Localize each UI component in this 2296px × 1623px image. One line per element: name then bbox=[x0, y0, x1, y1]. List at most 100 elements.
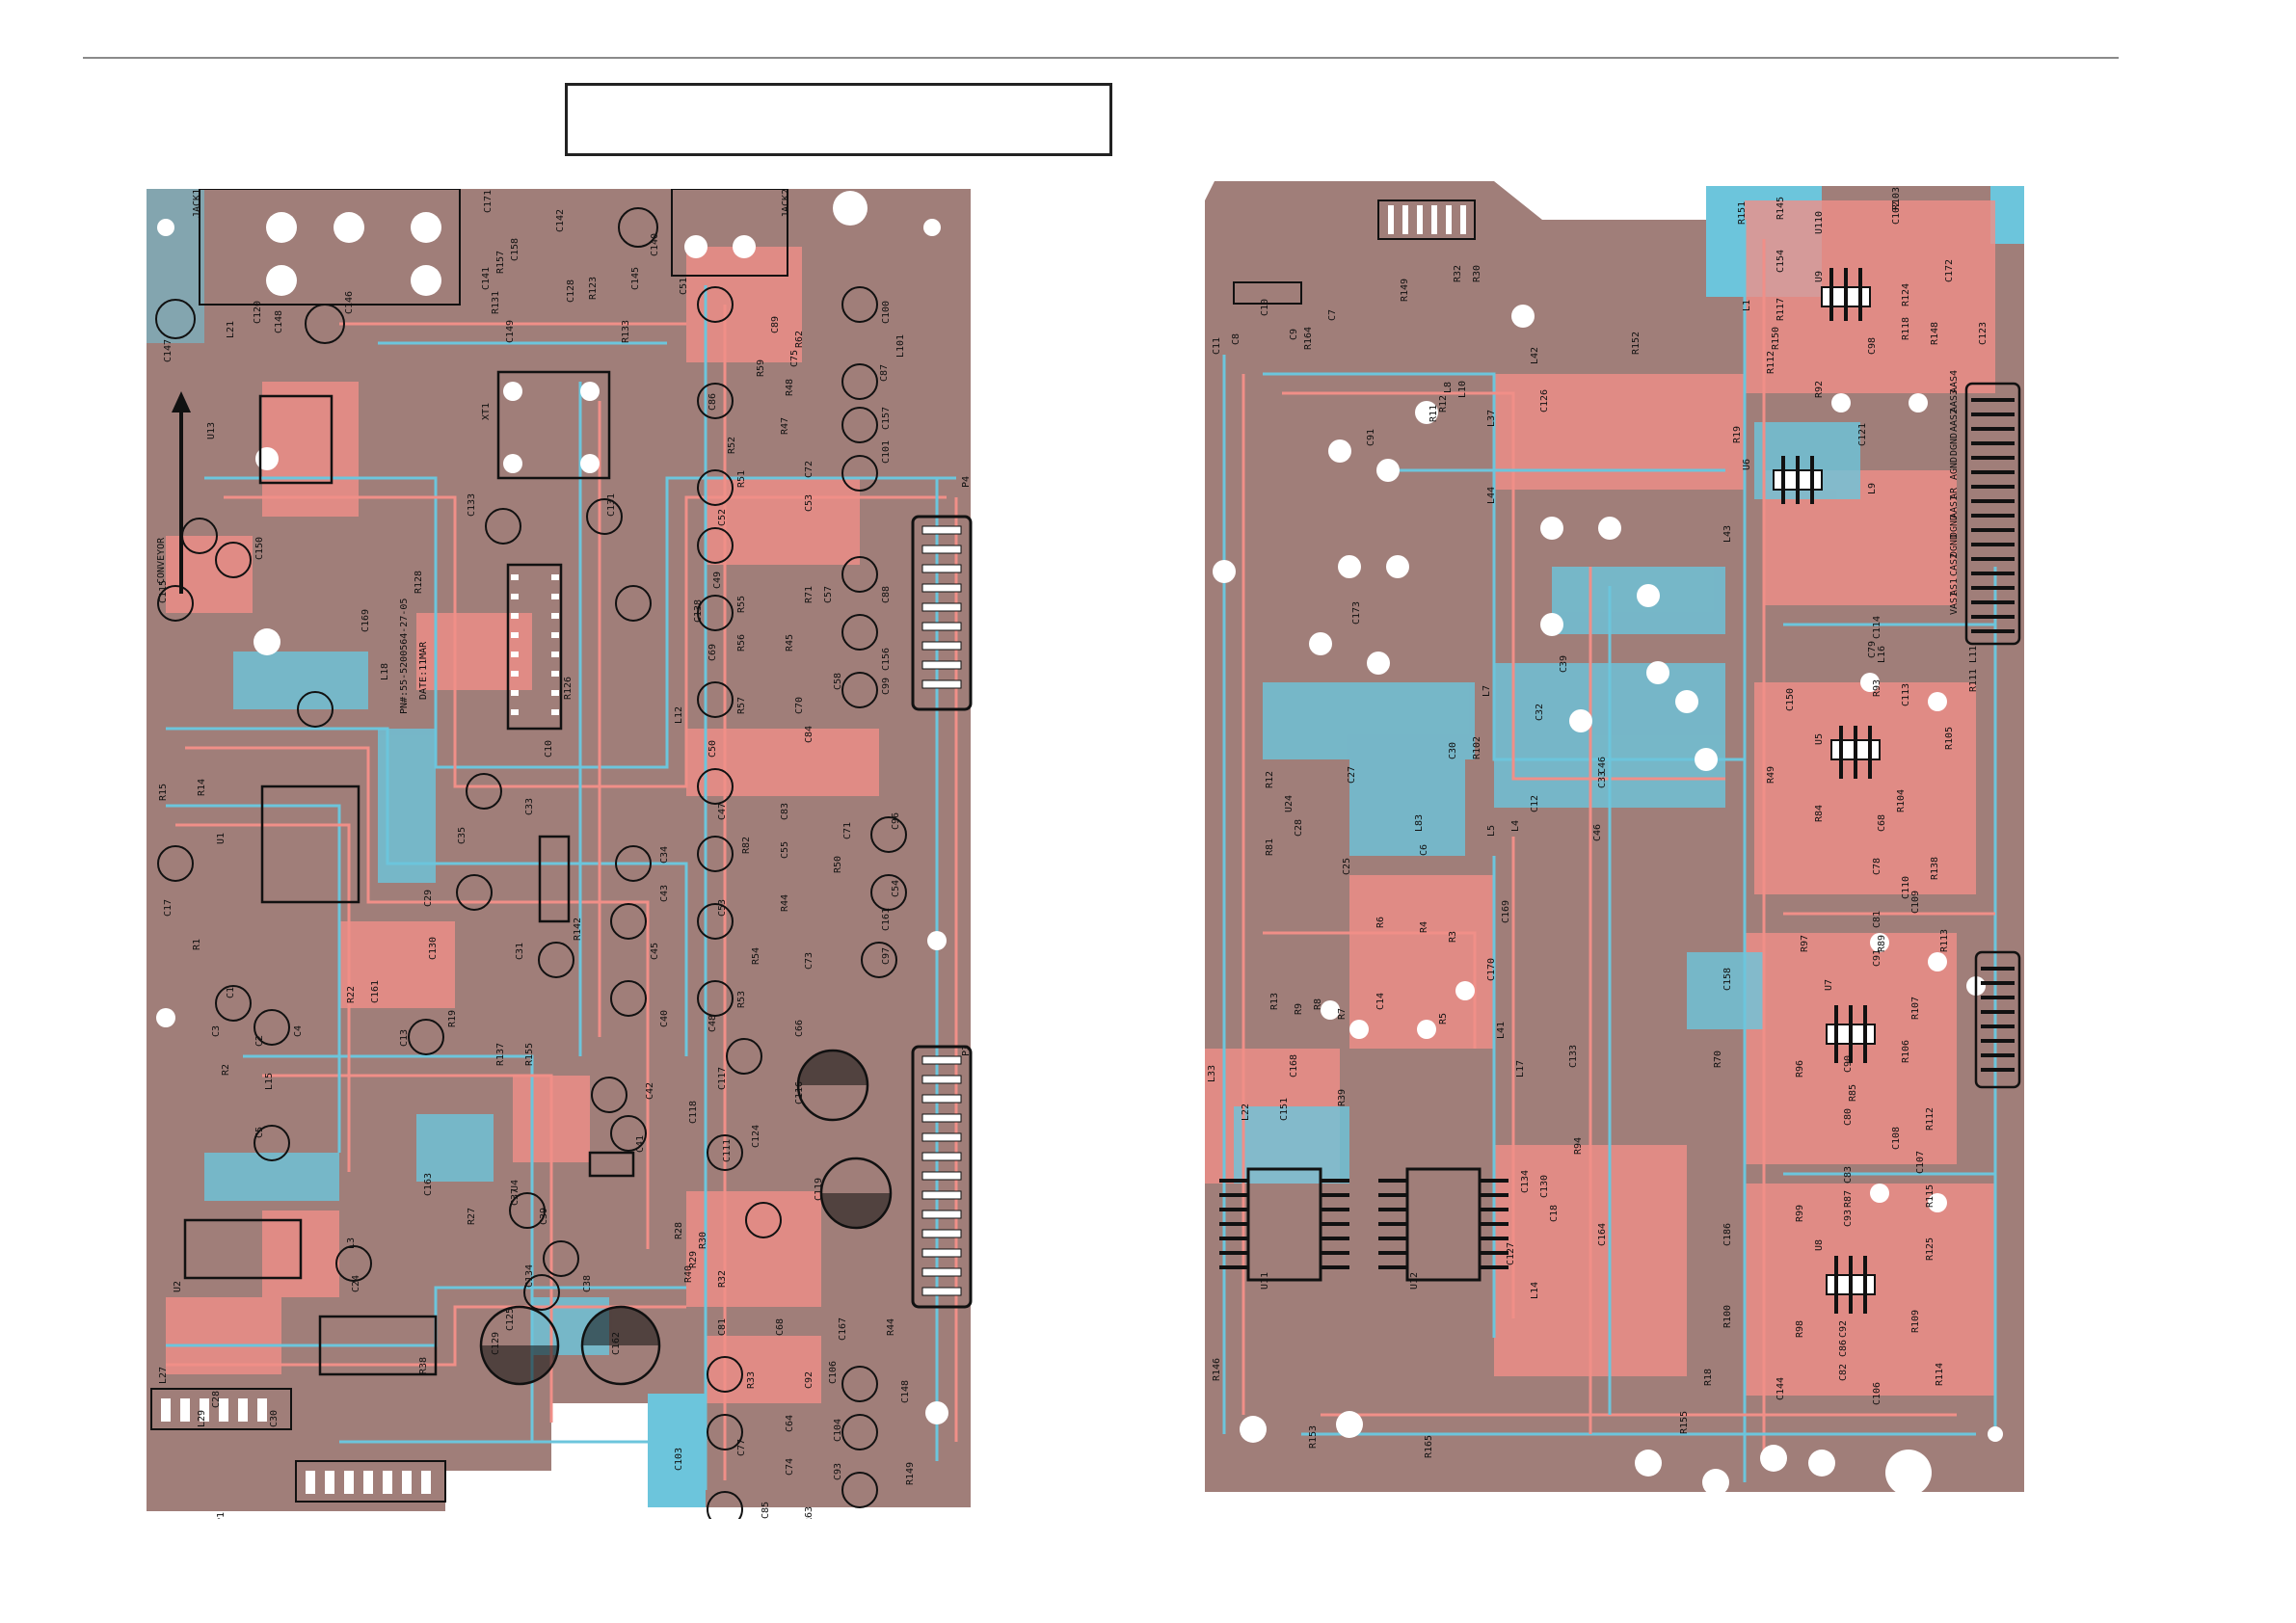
component-label: U110 bbox=[1814, 211, 1825, 234]
component-label: C171 bbox=[483, 190, 494, 213]
component-label: C96 bbox=[891, 812, 901, 830]
component-label: C99 bbox=[881, 678, 892, 695]
component-label: C119 bbox=[814, 1178, 824, 1201]
page-top-rule bbox=[83, 57, 2119, 59]
component-label: C103 bbox=[674, 1448, 684, 1471]
component-label: C66 bbox=[794, 1020, 805, 1037]
component-label: C173 bbox=[1351, 601, 1362, 625]
component-label: C10 bbox=[544, 740, 554, 758]
component-label: C70 bbox=[794, 697, 805, 714]
component-label: C172 bbox=[1944, 259, 1955, 282]
component-label: C150 bbox=[254, 537, 265, 560]
conveyor-text: CONVEYOR bbox=[156, 537, 167, 584]
component-label: U1 bbox=[216, 833, 227, 844]
component-label: C80 bbox=[1843, 1108, 1854, 1126]
component-label: R85 bbox=[1848, 1084, 1858, 1102]
component-label: L18 bbox=[380, 663, 390, 680]
component-label: R114 bbox=[1935, 1363, 1945, 1386]
component-label: L42 bbox=[1530, 347, 1540, 364]
component-label: C30 bbox=[269, 1410, 280, 1427]
component-label: L14 bbox=[1530, 1282, 1540, 1299]
component-label: C128 bbox=[566, 279, 576, 303]
component-label: C109 bbox=[1910, 891, 1921, 914]
component-label: R82 bbox=[741, 837, 752, 854]
component-label: C91 bbox=[1366, 429, 1376, 446]
component-label: R106 bbox=[1901, 1040, 1911, 1063]
component-label: R109 bbox=[1910, 1310, 1921, 1333]
component-label: R18 bbox=[1703, 1369, 1714, 1386]
component-label: L33 bbox=[1207, 1065, 1217, 1082]
component-label: L12 bbox=[674, 706, 684, 724]
component-label: C39 bbox=[539, 1208, 549, 1225]
component-label: C89 bbox=[770, 316, 781, 333]
component-label: R113 bbox=[1939, 929, 1950, 952]
component-label: R7 bbox=[1337, 1008, 1348, 1020]
component-label: P1 bbox=[216, 1512, 227, 1519]
component-label: R52 bbox=[727, 437, 737, 454]
component-label: C43 bbox=[659, 885, 670, 902]
component-label: C130 bbox=[1539, 1175, 1550, 1198]
component-label: C83 bbox=[1843, 1166, 1854, 1184]
component-label: C93 bbox=[833, 1463, 843, 1480]
right-top-header-pins bbox=[1388, 205, 1466, 234]
component-label: R47 bbox=[780, 417, 790, 435]
component-label: C117 bbox=[717, 1067, 728, 1090]
component-label: C31 bbox=[515, 943, 525, 960]
component-label: C53 bbox=[717, 899, 728, 917]
component-label: R29 bbox=[688, 1251, 699, 1268]
component-label: C3 bbox=[211, 1025, 222, 1037]
component-label: R9 bbox=[1294, 1003, 1304, 1015]
component-label: R44 bbox=[886, 1318, 896, 1336]
component-label: R125 bbox=[1925, 1237, 1936, 1261]
component-label: R89 bbox=[1877, 935, 1887, 952]
component-label: R3 bbox=[1448, 931, 1458, 943]
component-label: C68 bbox=[775, 1318, 786, 1336]
component-label: C116 bbox=[794, 1081, 805, 1104]
component-label: C53 bbox=[804, 494, 814, 512]
component-label: U6 bbox=[1742, 459, 1752, 470]
component-label: C75 bbox=[789, 350, 800, 367]
component-label: L21 bbox=[226, 321, 236, 338]
component-label: C57 bbox=[823, 586, 834, 603]
left-pcb-svg: JACK1JACK2C171C142C158R157C141R131C128R1… bbox=[147, 189, 973, 1519]
component-label: C92 bbox=[804, 1371, 814, 1389]
connector-p4 bbox=[911, 515, 973, 711]
component-label: C110 bbox=[1901, 876, 1911, 899]
component-label: L43 bbox=[1722, 525, 1733, 543]
component-label: C133 bbox=[467, 493, 477, 517]
component-label: C32 bbox=[1535, 704, 1545, 721]
component-label: AR bbox=[1949, 487, 1960, 499]
component-label: L4 bbox=[1510, 820, 1521, 832]
component-label: C2 bbox=[254, 1035, 265, 1047]
component-label: R103 bbox=[1891, 187, 1902, 210]
component-label: C107 bbox=[1915, 1151, 1926, 1174]
jack2-outline bbox=[671, 189, 788, 277]
component-label: C25 bbox=[1342, 858, 1352, 875]
component-label: C12 bbox=[1530, 795, 1540, 812]
component-label: R146 bbox=[1212, 1358, 1222, 1381]
component-label: R149 bbox=[905, 1462, 916, 1485]
component-label: R112 bbox=[1925, 1107, 1936, 1131]
component-label: C46 bbox=[1592, 824, 1603, 841]
component-label: R153 bbox=[1308, 1425, 1319, 1449]
component-label: C8 bbox=[1231, 333, 1241, 345]
board-date: DATE:11MAR bbox=[418, 641, 429, 700]
component-label: L83 bbox=[1414, 814, 1425, 832]
component-label: C9 bbox=[1289, 329, 1299, 340]
component-label: R155 bbox=[1679, 1411, 1690, 1434]
component-label: C108 bbox=[1891, 1127, 1902, 1150]
component-label: C111 bbox=[722, 1139, 733, 1162]
component-label: P4 bbox=[961, 476, 972, 488]
component-label: C40 bbox=[659, 1010, 670, 1027]
component-label: C142 bbox=[555, 209, 566, 232]
component-label: CAS2 bbox=[1949, 553, 1960, 576]
component-label: C86 bbox=[707, 393, 718, 411]
component-label: R149 bbox=[1400, 279, 1410, 302]
component-label: JACK2 bbox=[781, 189, 791, 218]
component-label: R112 bbox=[1766, 351, 1776, 374]
component-label: R123 bbox=[588, 277, 599, 300]
component-label: R165 bbox=[1424, 1435, 1434, 1458]
component-label: L29 bbox=[197, 1410, 207, 1427]
component-label: R115 bbox=[1925, 1184, 1936, 1208]
